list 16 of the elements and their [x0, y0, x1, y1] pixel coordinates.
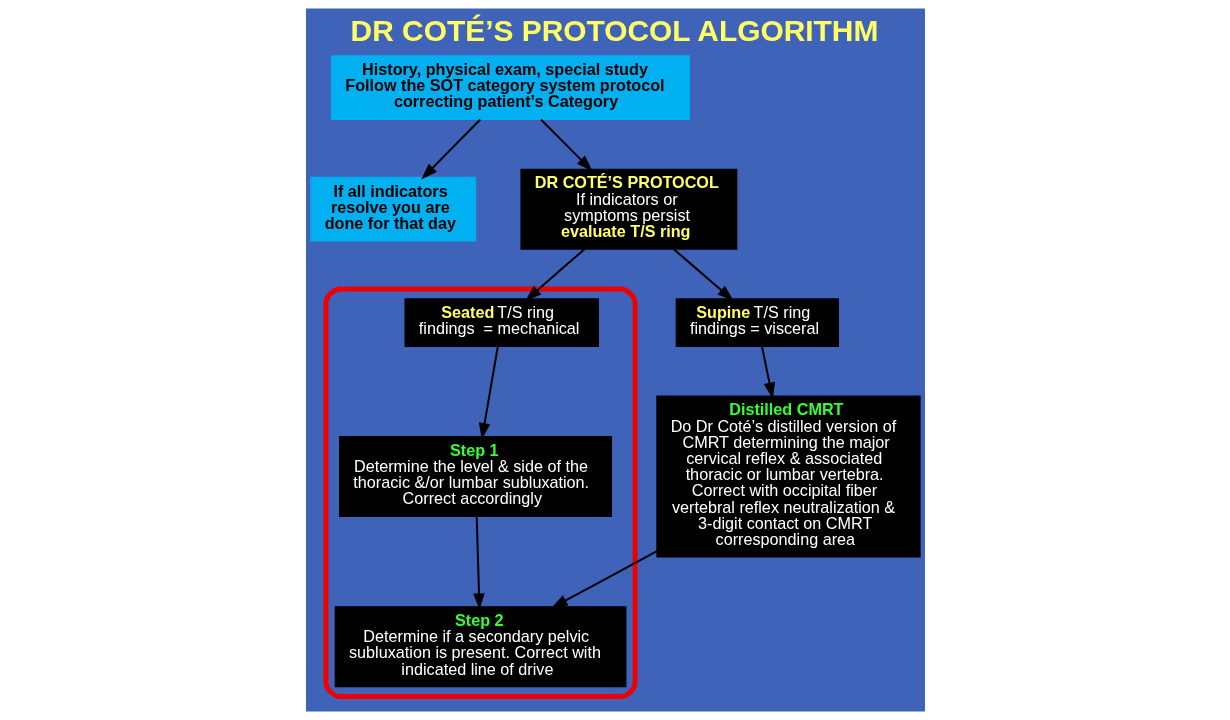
node-box: Step 2 Determine if a secondary pelvic subluxation is present. Correct with indicated line of drive — [334, 606, 626, 688]
arrow — [524, 248, 585, 301]
node-box: Step 1 Determine the level & side of the thoracic &/or lumbar subluxation. Correct accordingly — [338, 436, 612, 518]
node-box: Supine T/S ring findings = visceral — [675, 298, 839, 347]
arrow — [760, 345, 775, 400]
node-box: History, physical exam, special study Follow the SOT category system protocol correcting patient’s Category — [330, 55, 690, 120]
node-box: If all indicators resolve you are done for that day — [309, 176, 476, 242]
node-box: Distilled CMRT Do Dr Coté’s distilled version of CMRT determining the major cervical reflex & associated thoracic or lumbar vertebra. Correct with occipital fiber vertebral reflex neutralization & 3-digit contact on CMRT corresponding area — [655, 395, 921, 558]
arrow — [420, 118, 481, 180]
diagram-title: DR COTÉ’S PROTOCOL ALGORITHM — [350, 14, 878, 48]
arrow — [472, 515, 485, 610]
arrow — [672, 248, 734, 301]
node-box: Seated T/S ring findings = mechanical — [404, 298, 599, 347]
arrow — [539, 118, 593, 172]
arrow — [550, 550, 658, 609]
node-box: DR COTÉ’S PROTOCOL If indicators or symptoms persist evaluate T/S ring — [519, 168, 737, 250]
